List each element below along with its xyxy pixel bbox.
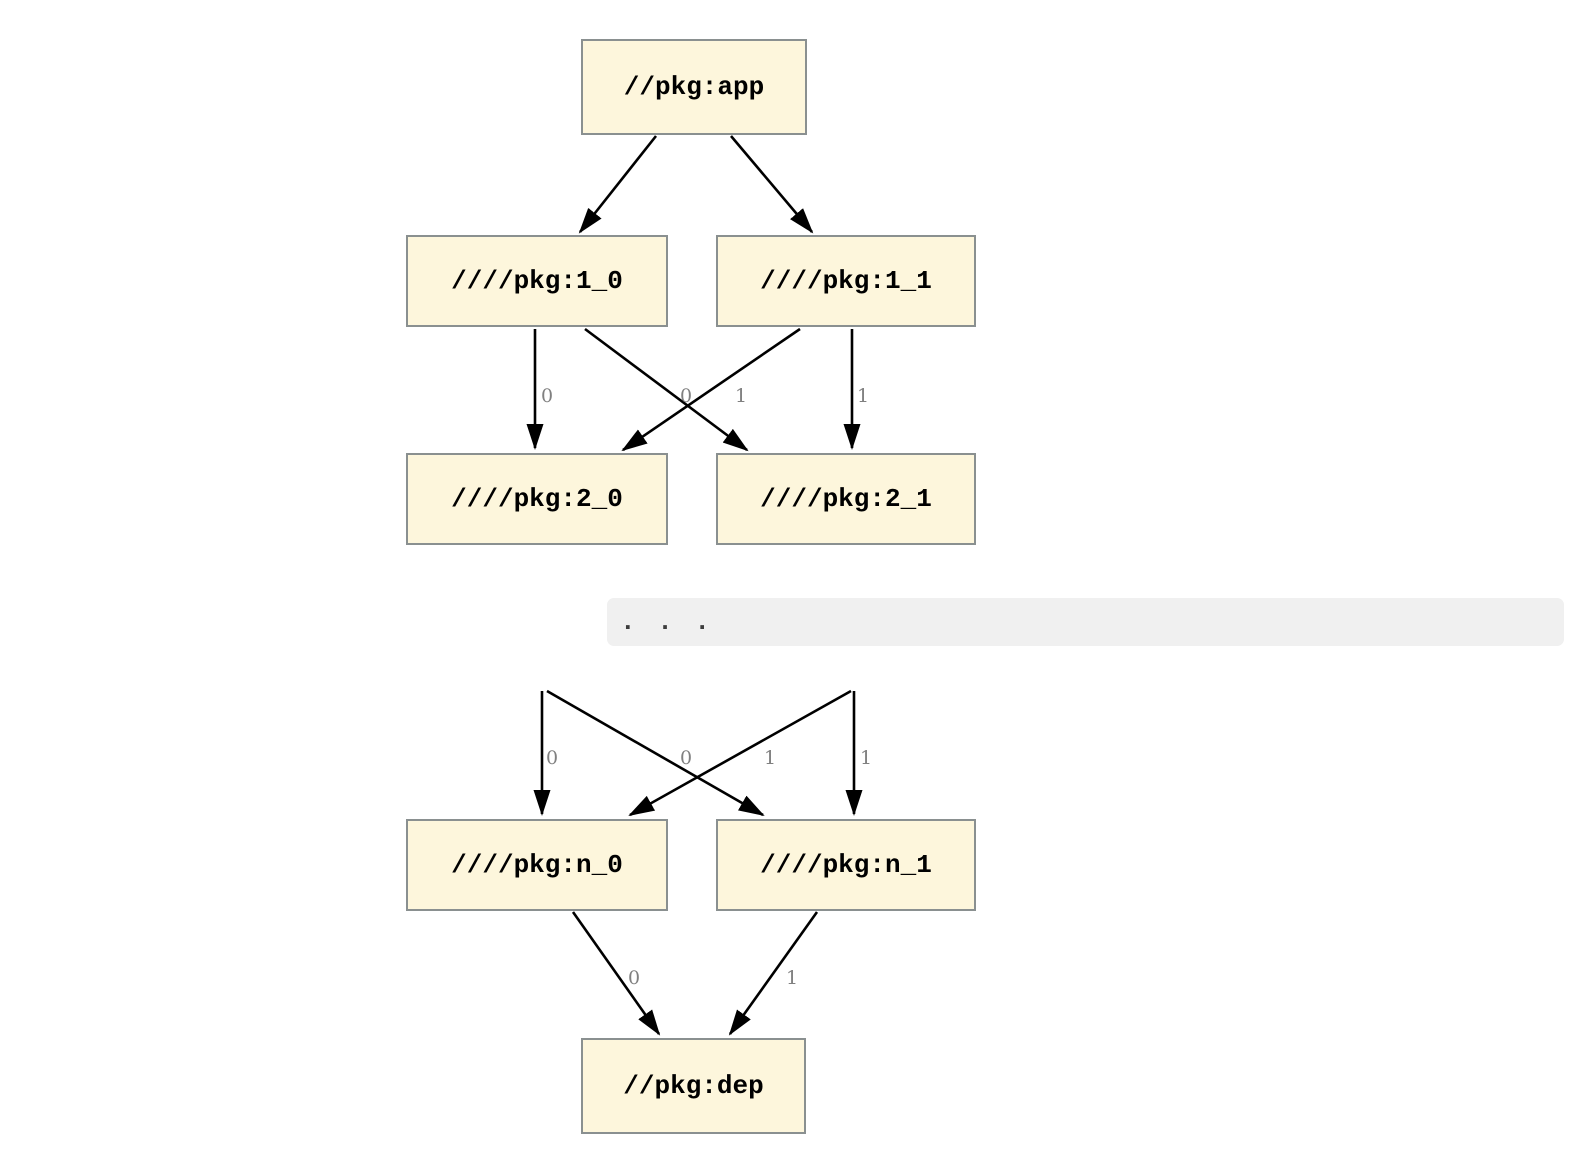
edge-ellipsis-left-to-n_1 [546, 689, 765, 817]
edge-app-to-1_1 [730, 135, 814, 234]
edge-label-1_1-to-2_0: 1 [735, 385, 747, 407]
edge-label-ellipsis-right-to-n_0: 1 [764, 747, 776, 769]
graph-node-app: //pkg:app [581, 39, 807, 135]
edge-label-ellipsis-left-to-n_1: 0 [680, 747, 692, 769]
edge-label-n_1-to-dep: 1 [786, 967, 798, 989]
graph-node-2_1: ////pkg:2_1 [716, 453, 976, 545]
graph-node-2_0: ////pkg:2_0 [406, 453, 668, 545]
edge-label-ellipsis-left-to-n_0: 0 [546, 747, 558, 769]
edge-label-n_0-to-dep: 0 [628, 967, 640, 989]
graph-node-n_0: ////pkg:n_0 [406, 819, 668, 911]
edge-1_0-to-2_1 [584, 327, 749, 452]
edge-label-ellipsis-right-to-n_1: 1 [860, 747, 872, 769]
edge-ellipsis-right-to-n_0 [628, 689, 852, 817]
edge-1_1-to-2_0 [621, 327, 801, 452]
edge-app-to-1_0 [578, 135, 658, 234]
edge-n_0-to-dep [571, 911, 661, 1036]
graph-node-n_1: ////pkg:n_1 [716, 819, 976, 911]
edge-n_1-to-dep [728, 911, 819, 1036]
ellipsis-band: . . . [607, 598, 1564, 646]
ellipsis-dots: . . . [620, 607, 714, 637]
edge-label-1_0-to-2_0: 0 [541, 385, 553, 407]
edge-label-1_0-to-2_1: 0 [680, 385, 692, 407]
graph-node-dep: //pkg:dep [581, 1038, 806, 1134]
edge-label-1_1-to-2_1: 1 [857, 385, 869, 407]
graph-node-1_0: ////pkg:1_0 [406, 235, 668, 327]
graph-node-1_1: ////pkg:1_1 [716, 235, 976, 327]
